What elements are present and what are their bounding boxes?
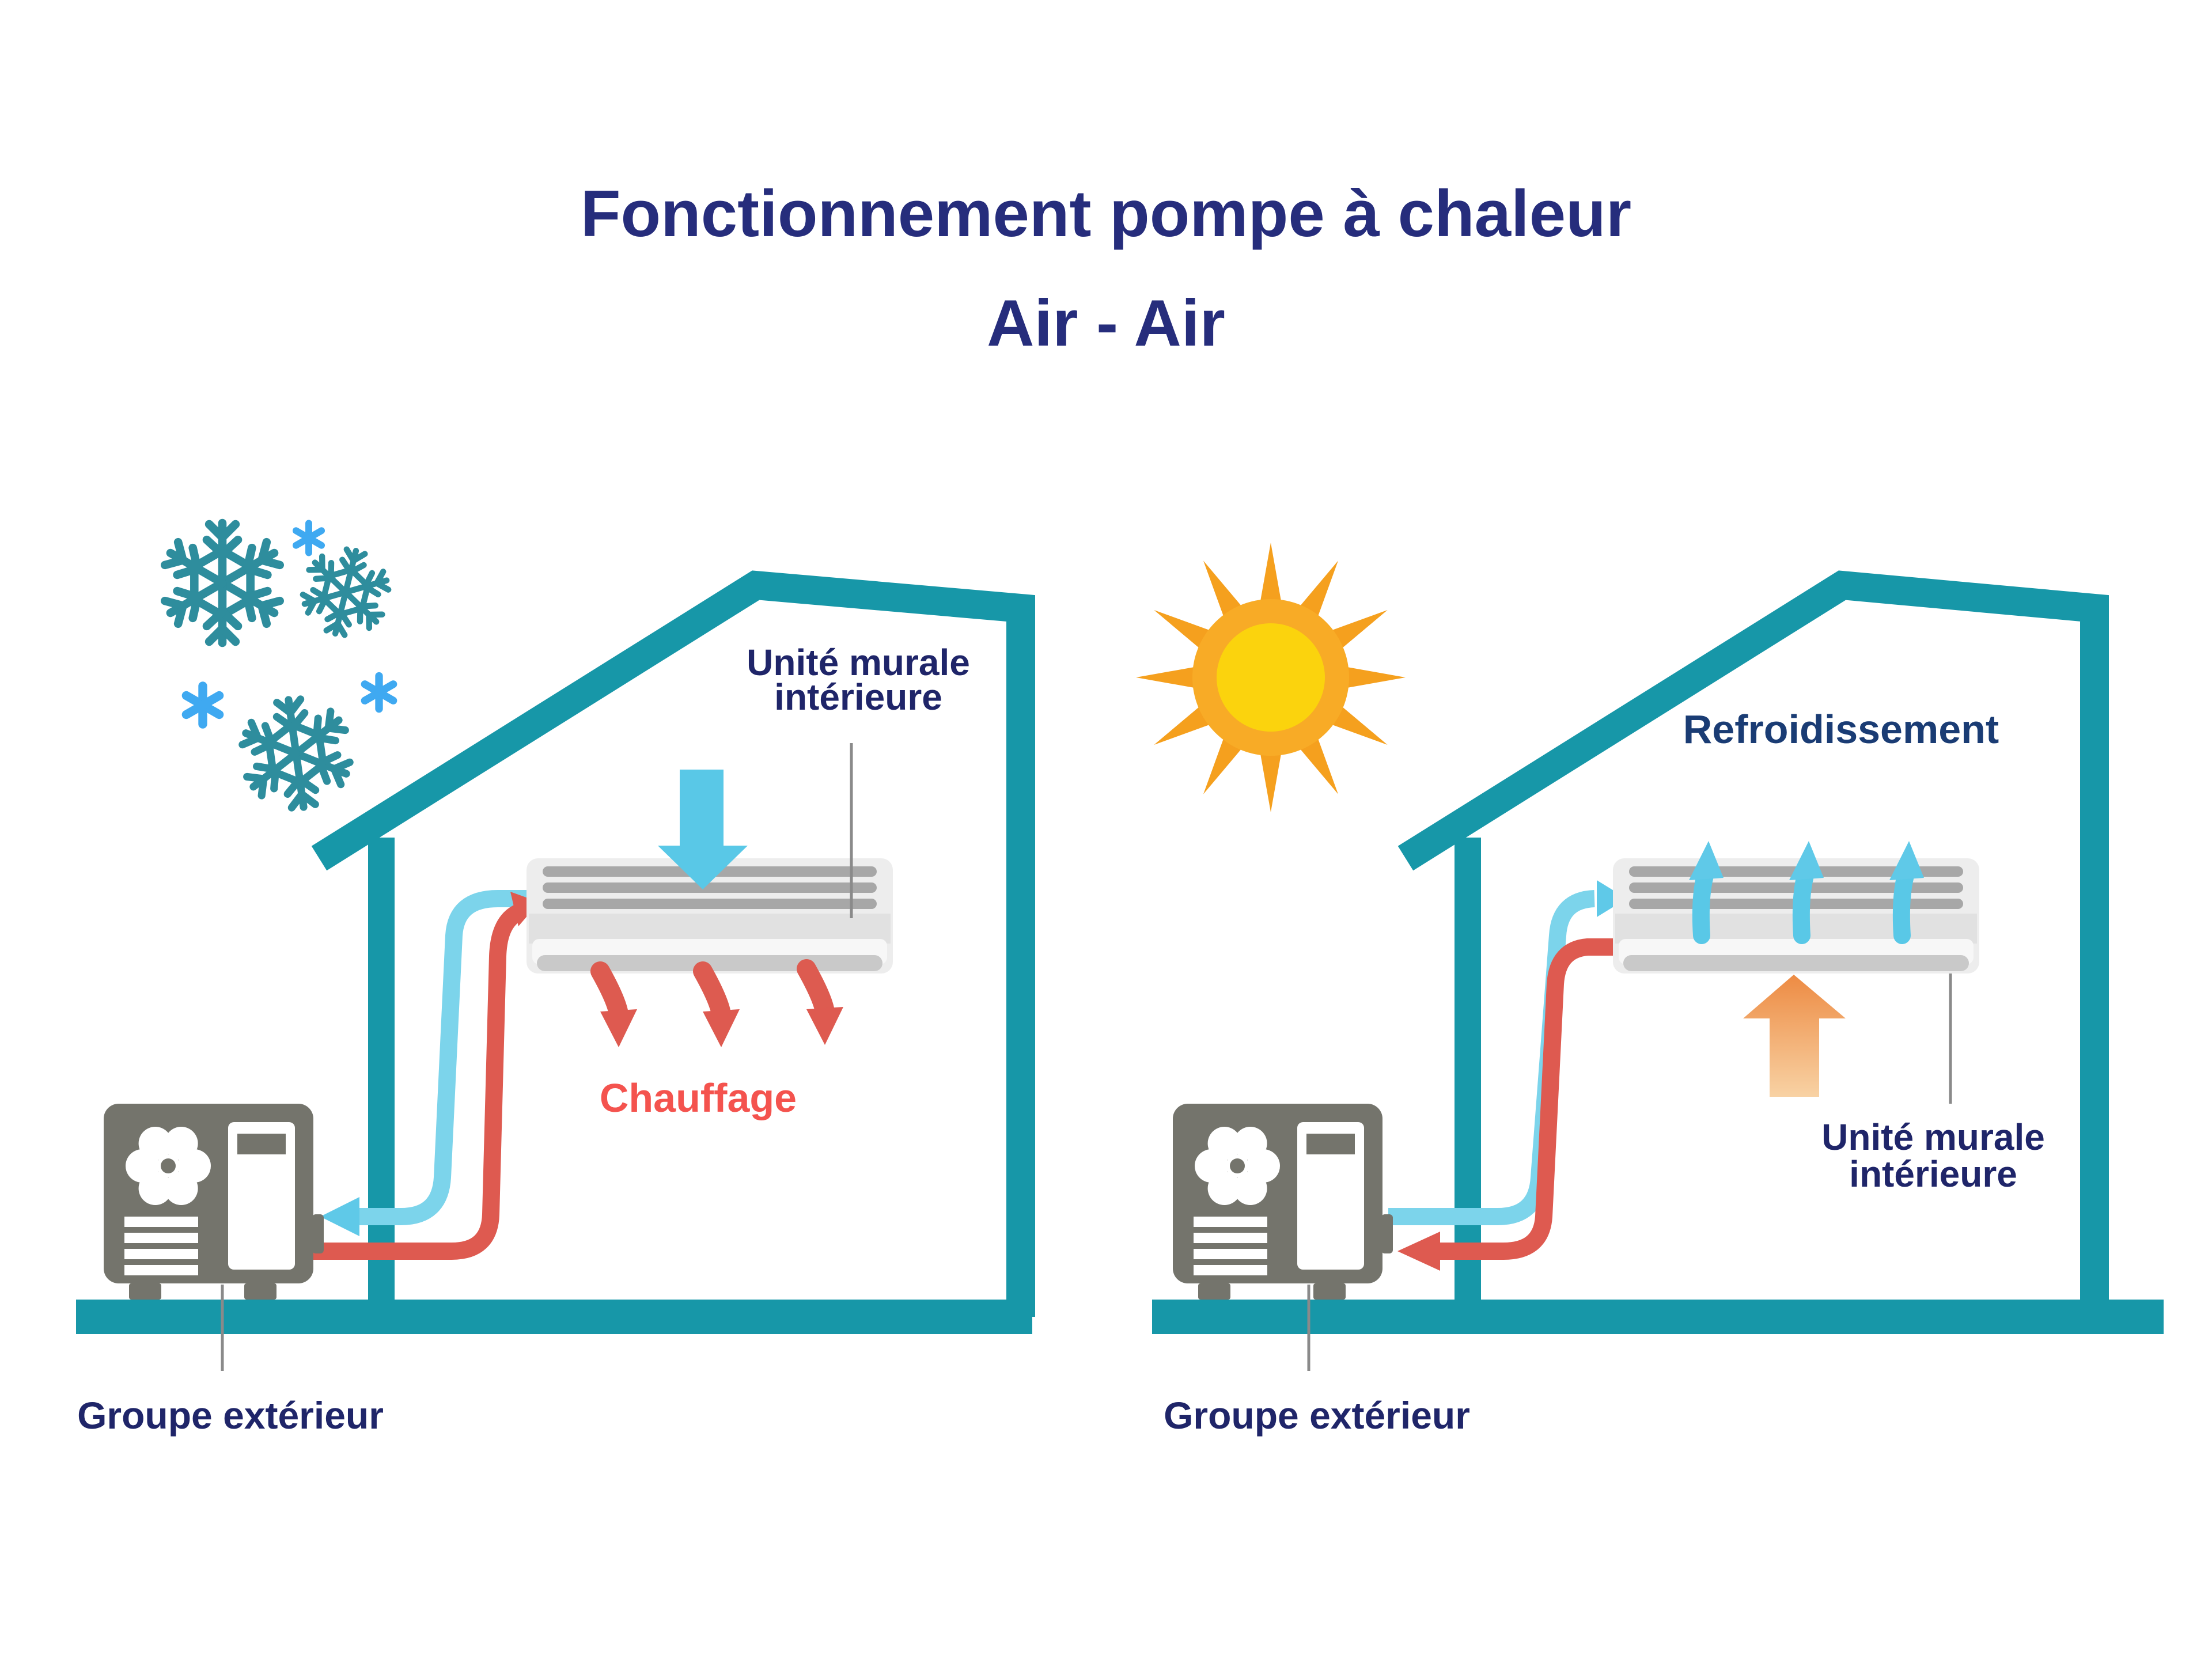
- hot-supply-pipe: [313, 904, 523, 1260]
- house-outline: [1397, 570, 2109, 1317]
- outdoor-unit-icon: [1173, 1104, 1393, 1300]
- cold-return-pipe: [359, 890, 527, 1225]
- ground-bar: [76, 1300, 1032, 1334]
- cold-supply-pipe: [1388, 890, 1596, 1225]
- cool-air-arrows: [1689, 841, 1924, 944]
- warm-air-arrows: [590, 959, 843, 1047]
- cold-air-arrow: [658, 770, 748, 889]
- snowflake-icon: [162, 523, 282, 643]
- ground-bar: [1152, 1300, 2164, 1334]
- snowflake-icon: [235, 692, 357, 815]
- sun-icon: [1136, 543, 1406, 812]
- heating-panel: Unité murale intérieure Chauffage Groupe…: [76, 523, 1035, 1437]
- title-line-1: Fonctionnement pompe à chaleur: [581, 177, 1631, 251]
- indoor-unit-label: Unité murale intérieure: [747, 642, 970, 718]
- snowflakes-icon: [162, 523, 397, 815]
- ice-star-icon: [365, 676, 393, 709]
- indoor-unit-label-line2: intérieure: [1849, 1153, 2017, 1195]
- outdoor-unit-icon: [104, 1104, 324, 1300]
- ice-star-icon: [186, 686, 219, 724]
- title-line-2: Air - Air: [987, 287, 1225, 360]
- indoor-unit-label-line1: Unité murale: [747, 642, 970, 683]
- pipe-arrowhead-icon: [1397, 1232, 1440, 1271]
- pipe-arrowhead-icon: [320, 1197, 359, 1236]
- warm-air-intake-arrow: [1743, 975, 1846, 1097]
- heating-mode-label: Chauffage: [600, 1075, 797, 1120]
- outdoor-unit-label: Groupe extérieur: [1164, 1394, 1470, 1437]
- pipe-arrowhead-icon: [1597, 880, 1627, 917]
- indoor-unit-label: Unité murale intérieure: [1821, 1116, 2045, 1195]
- ice-star-icon: [296, 524, 321, 553]
- cooling-mode-label: Refroidissement: [1683, 707, 1999, 752]
- hot-return-pipe: [1440, 938, 1613, 1260]
- refrigerant-pipes: [313, 890, 539, 1260]
- outdoor-unit-label: Groupe extérieur: [77, 1394, 384, 1437]
- house-outline: [311, 570, 1035, 1317]
- indoor-unit-label-line1: Unité murale: [1821, 1116, 2045, 1158]
- indoor-unit-label-line2: intérieure: [774, 676, 942, 718]
- page-title: Fonctionnement pompe à chaleur Air - Air: [581, 177, 1631, 360]
- refrigerant-pipes: [1388, 880, 1627, 1271]
- cooling-panel: Refroidissement Unité murale intérieure …: [1136, 543, 2164, 1437]
